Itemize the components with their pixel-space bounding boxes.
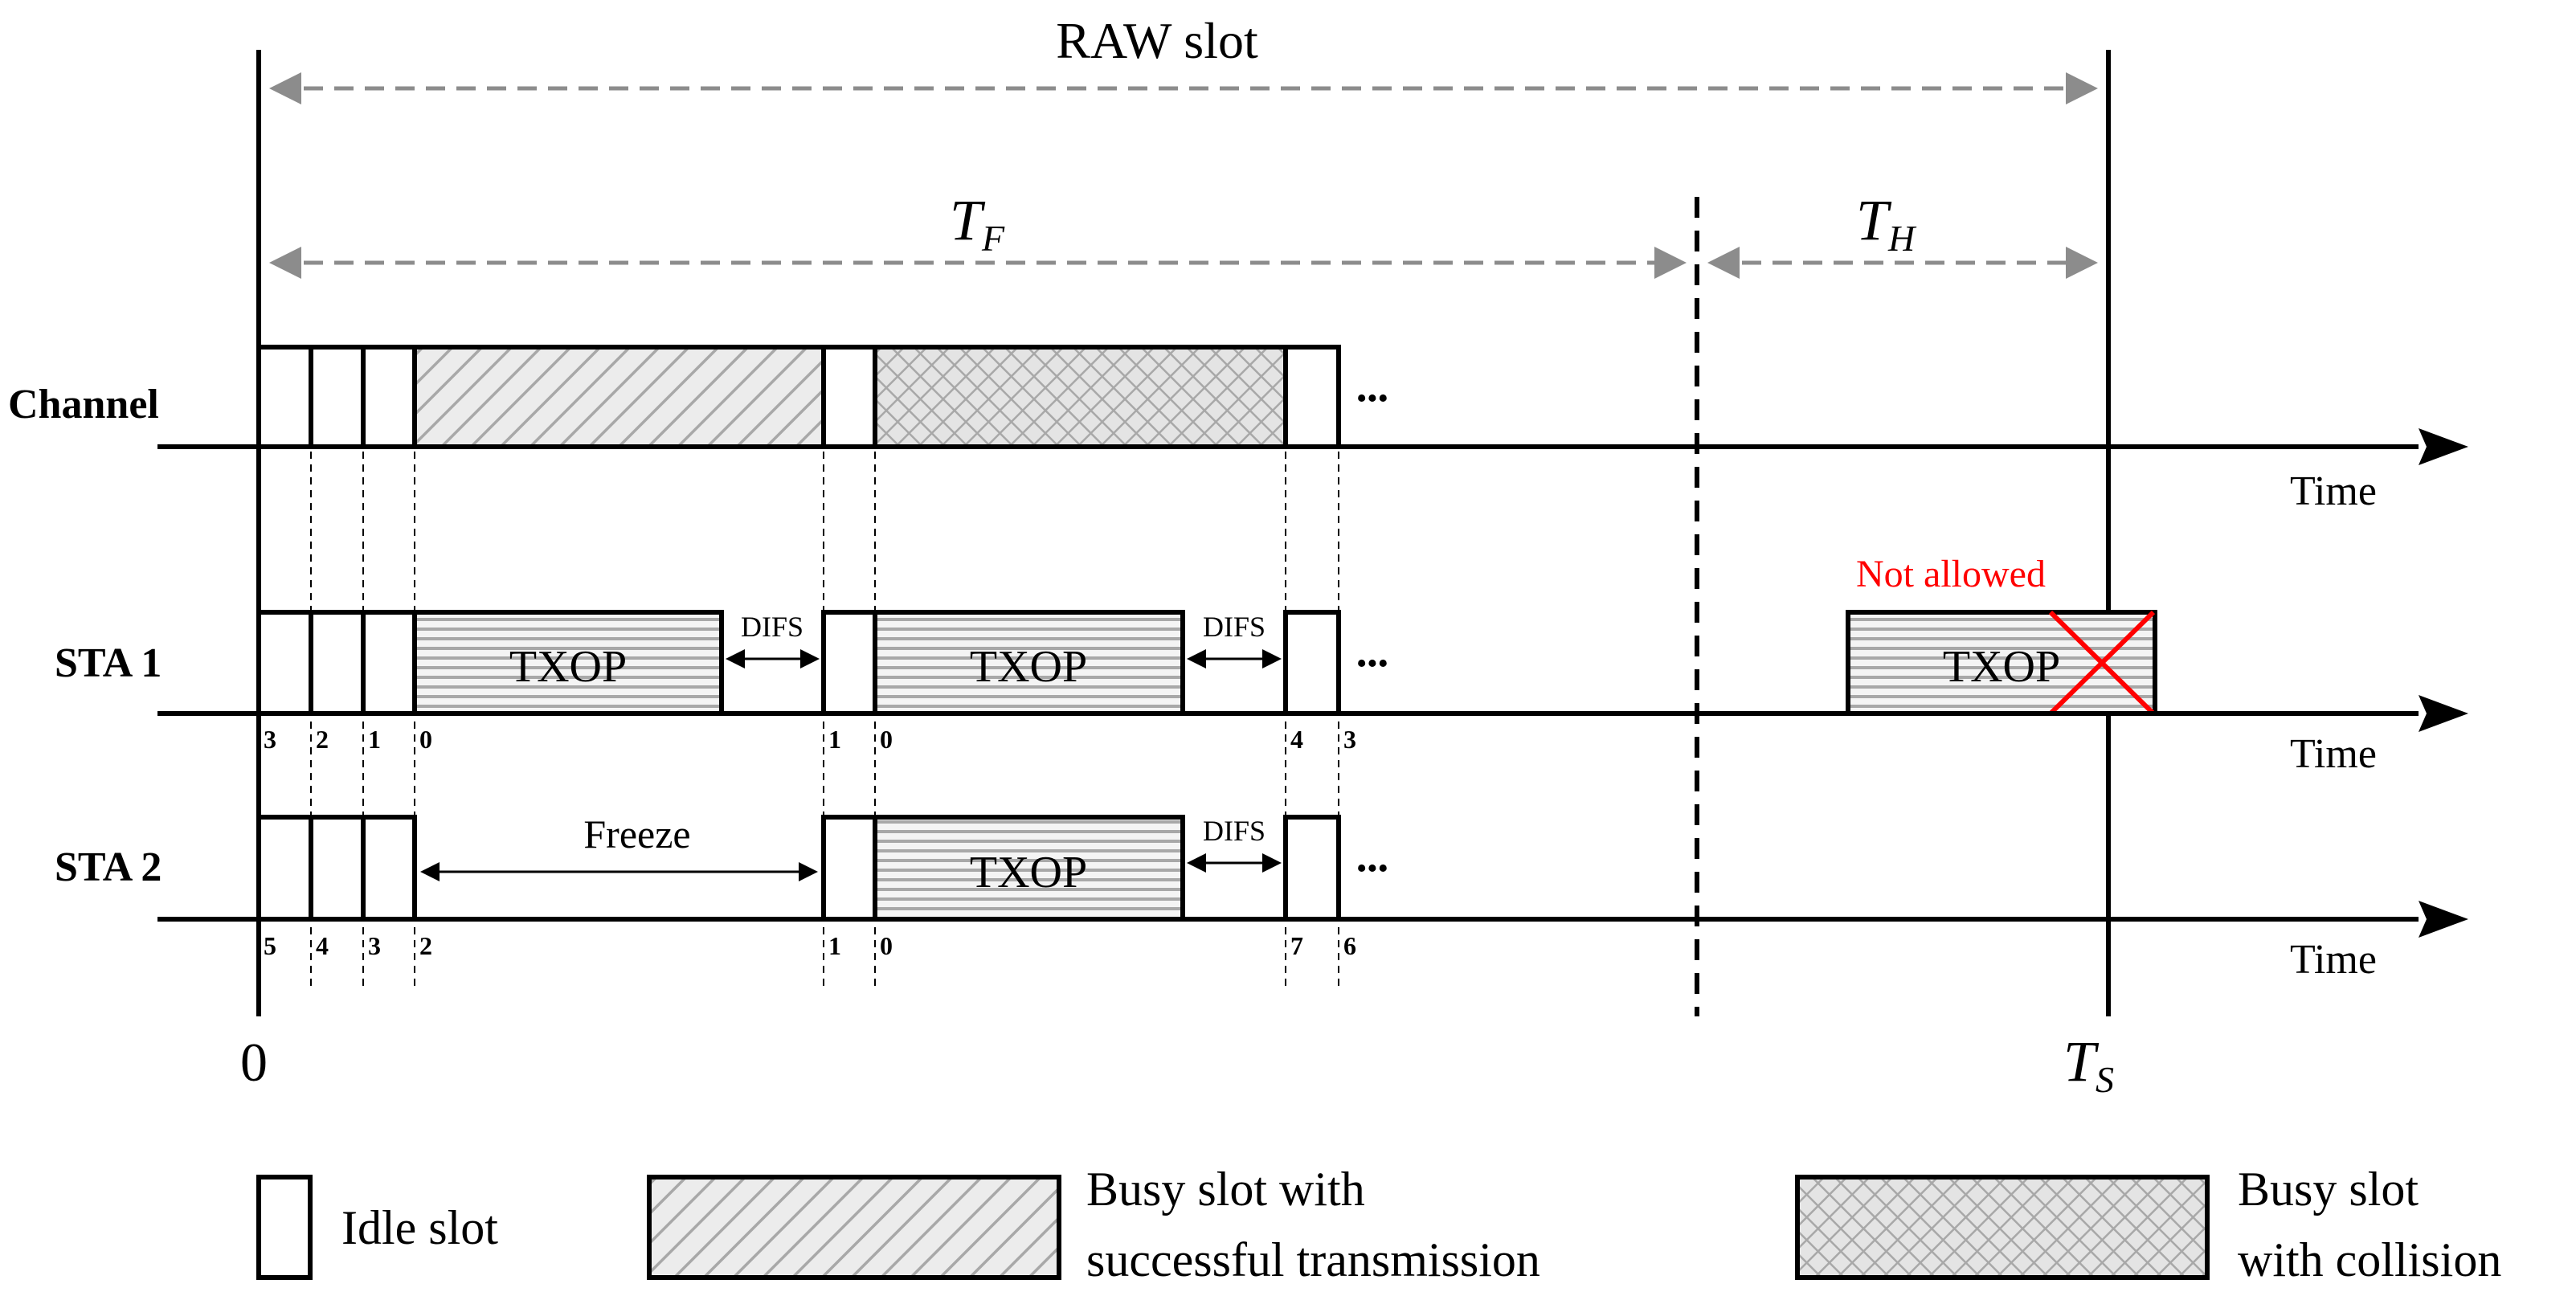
not-allowed-label: Not allowed <box>1856 553 2046 595</box>
ts-label: TS <box>2063 1029 2114 1100</box>
sta2-ellipsis: ••• <box>1356 852 1388 885</box>
sta1-backoff-counter: 0 <box>419 725 432 754</box>
sta2-txop-label: TXOP <box>970 848 1087 897</box>
sta2-row-label: STA 2 <box>55 844 162 890</box>
legend-success-label-line2: successful transmission <box>1086 1233 1540 1286</box>
sta2-idle-slot <box>1283 815 1341 922</box>
channel-idle-slot <box>309 345 366 449</box>
sta2-idle-slot <box>256 815 313 922</box>
sta1-backoff-counter: 1 <box>828 725 841 754</box>
sta1-backoff-counter: 3 <box>264 725 276 754</box>
sta2-backoff-counter: 7 <box>1290 931 1303 960</box>
legend-success-label-line1: Busy slot with <box>1086 1163 1365 1216</box>
sta1-difs-label: DIFS <box>741 611 803 643</box>
channel-time-label: Time <box>2290 468 2377 514</box>
sta2-idle-slot <box>361 815 417 922</box>
tf-label: TF <box>950 188 1005 259</box>
channel-idle-slot <box>256 345 313 449</box>
sta1-backoff-counter: 4 <box>1290 725 1303 754</box>
legend-collision-swatch <box>1795 1175 2210 1280</box>
raw-slot-label: RAW slot <box>1056 12 1258 69</box>
sta2-time-label: Time <box>2290 937 2377 983</box>
sta1-idle-slot <box>256 610 313 716</box>
sta1-backoff-counter: 3 <box>1343 725 1356 754</box>
sta2-backoff-counter: 1 <box>828 931 841 960</box>
sta2-backoff-counter: 0 <box>880 931 893 960</box>
channel-idle-slot <box>821 345 877 449</box>
channel-ellipsis: ••• <box>1356 382 1388 415</box>
sta1-backoff-counter: 2 <box>316 725 329 754</box>
sta2-backoff-counter: 6 <box>1343 931 1356 960</box>
sta1-idle-slot <box>361 610 417 716</box>
sta2-backoff-counter: 3 <box>368 931 381 960</box>
sta1-idle-slot <box>309 610 366 716</box>
not-allowed-cross-icon <box>2048 610 2156 716</box>
slot-boundary-guides <box>310 452 1339 991</box>
legend-collision-label-line2: with collision <box>2238 1233 2501 1286</box>
sta1-backoff-counter: 1 <box>368 725 381 754</box>
sta1-backoff-counter: 0 <box>880 725 893 754</box>
sta1-txop-block <box>873 610 1185 716</box>
time-zero-label: 0 <box>240 1032 268 1093</box>
channel-idle-slot <box>361 345 417 449</box>
legend-success-swatch <box>647 1175 1061 1280</box>
sta2-time-arrowhead <box>2419 901 2468 938</box>
channel-time-arrowhead <box>2419 428 2468 465</box>
channel-row-label: Channel <box>8 382 159 427</box>
sta1-idle-slot <box>1283 610 1341 716</box>
sta2-backoff-counter: 4 <box>316 931 329 960</box>
legend-idle-swatch <box>256 1175 313 1280</box>
legend-idle-label: Idle slot <box>341 1201 498 1254</box>
channel-success-busy-slot <box>412 345 826 449</box>
sta1-idle-slot <box>821 610 877 716</box>
sta2-freeze-label: Freeze <box>583 812 690 857</box>
sta1-time-label: Time <box>2290 731 2377 777</box>
channel-collision-busy-slot <box>873 345 1288 449</box>
sta1-txop-label: TXOP <box>509 642 627 692</box>
sta2-idle-slot <box>309 815 366 922</box>
sta2-backoff-counter: 2 <box>419 931 432 960</box>
legend-collision-label-line1: Busy slot <box>2238 1163 2419 1216</box>
sta1-ellipsis: ••• <box>1356 647 1388 681</box>
sta2-backoff-counter: 5 <box>264 931 276 960</box>
sta1-difs-label: DIFS <box>1203 611 1266 643</box>
th-label: TH <box>1856 188 1917 259</box>
sta1-row-label: STA 1 <box>55 640 162 686</box>
sta1-time-arrowhead <box>2419 695 2468 732</box>
sta2-difs-label: DIFS <box>1203 815 1266 847</box>
sta1-txop-label: TXOP <box>970 642 1087 692</box>
sta1-disallowed-txop-label: TXOP <box>1943 642 2060 692</box>
channel-idle-slot <box>1283 345 1341 449</box>
sta2-idle-slot <box>821 815 877 922</box>
